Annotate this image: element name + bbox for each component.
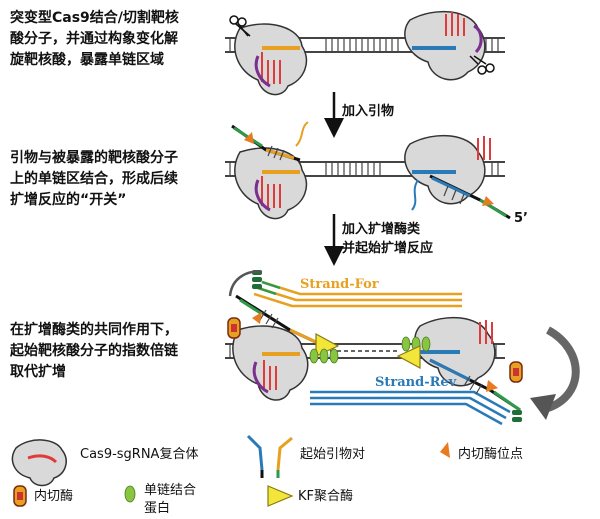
legend [11,434,450,507]
label-five-prime: 5’ [514,211,528,226]
label-strand-for: Strand-For [300,277,379,292]
panel-1 [225,10,505,96]
legend-primer-icon [246,434,293,478]
step3-line2: 起始靶核酸分子的指数倍链 [10,343,178,359]
panel2-cas9-left [234,147,308,220]
step2-line2: 上的单链区结合，形成后续 [10,171,178,187]
legend-nick-site-label: 内切酶位点 [458,447,524,462]
step1-line1: 突变型Cas9结合/切割靶核 [10,10,179,26]
panel2-primer-left [231,121,309,162]
step3-line1: 在扩增酶类的共同作用下， [10,322,178,338]
legend-cas9-icon [11,439,67,487]
step1-text: 突变型Cas9结合/切割靶核 酸分子，并通过构象变化解 旋靶核酸，暴露单链区域 [10,8,179,71]
panel3-primer-left [235,294,321,346]
legend-ssb-icon [124,485,136,503]
kf-polymerase-right [396,345,421,370]
curved-arrow-left [228,270,263,297]
legend-nickase-label: 内切酶 [34,489,74,504]
legend-ssb-label: 单链结合 蛋白 [144,482,196,518]
legend-kf-label: KF聚合酶 [298,489,354,504]
panel1-cas9-right [404,10,486,81]
legend-nick-site-icon [440,442,450,458]
step2-line3: 扩增反应的“开关” [10,192,127,208]
step3-text: 在扩增酶类的共同作用下， 起始靶核酸分子的指数倍链 取代扩增 [10,320,178,383]
panel2-primer-right [411,174,511,220]
legend-nickase-icon [13,485,27,507]
label-strand-rev: Strand-Rev [375,375,457,390]
panel-3: Strand-For [225,270,580,426]
label-add-enzyme-1: 加入扩增酶类 [341,221,421,237]
strand-rev-lines [310,390,511,426]
legend-primer-label: 起始引物对 [300,447,366,462]
label-add-enzyme-2: 并起始扩增反应 [342,240,433,256]
panel3-cas9-right [414,316,496,387]
panel3-primer-right [429,358,521,412]
nickase-icon-left [227,317,241,339]
panel2-cas9-right [404,134,491,205]
scissors-icon [229,15,251,37]
legend-kf-icon [267,485,294,507]
step2-line1: 引物与被暴露的靶核酸分子 [10,150,178,166]
legend-ssb-line2: 蛋白 [144,501,171,516]
panel-2: 5’ [225,121,528,226]
curved-arrow-right [545,326,580,412]
ssb-left [309,348,339,364]
label-add-primer: 加入引物 [341,103,394,119]
scissors-icon [469,55,495,75]
panel1-cas9-left [234,23,308,96]
nickase-icon-right [509,361,523,383]
curved-arrow-right-head [530,394,556,420]
step1-line3: 旋靶核酸，暴露单链区域 [10,52,164,68]
step3-line3: 取代扩增 [10,364,66,380]
panel2-dna-rungs [229,162,499,176]
legend-cas9-label: Cas9-sgRNA复合体 [80,447,199,462]
ssb-bottom [512,410,522,422]
strand-for-lines [253,280,462,308]
step1-line2: 酸分子，并通过构象变化解 [10,31,178,47]
step2-text: 引物与被暴露的靶核酸分子 上的单链区结合，形成后续 扩增反应的“开关” [10,148,178,211]
legend-ssb-line1: 单链结合 [144,483,197,498]
panel3-cas9-left [232,325,309,401]
